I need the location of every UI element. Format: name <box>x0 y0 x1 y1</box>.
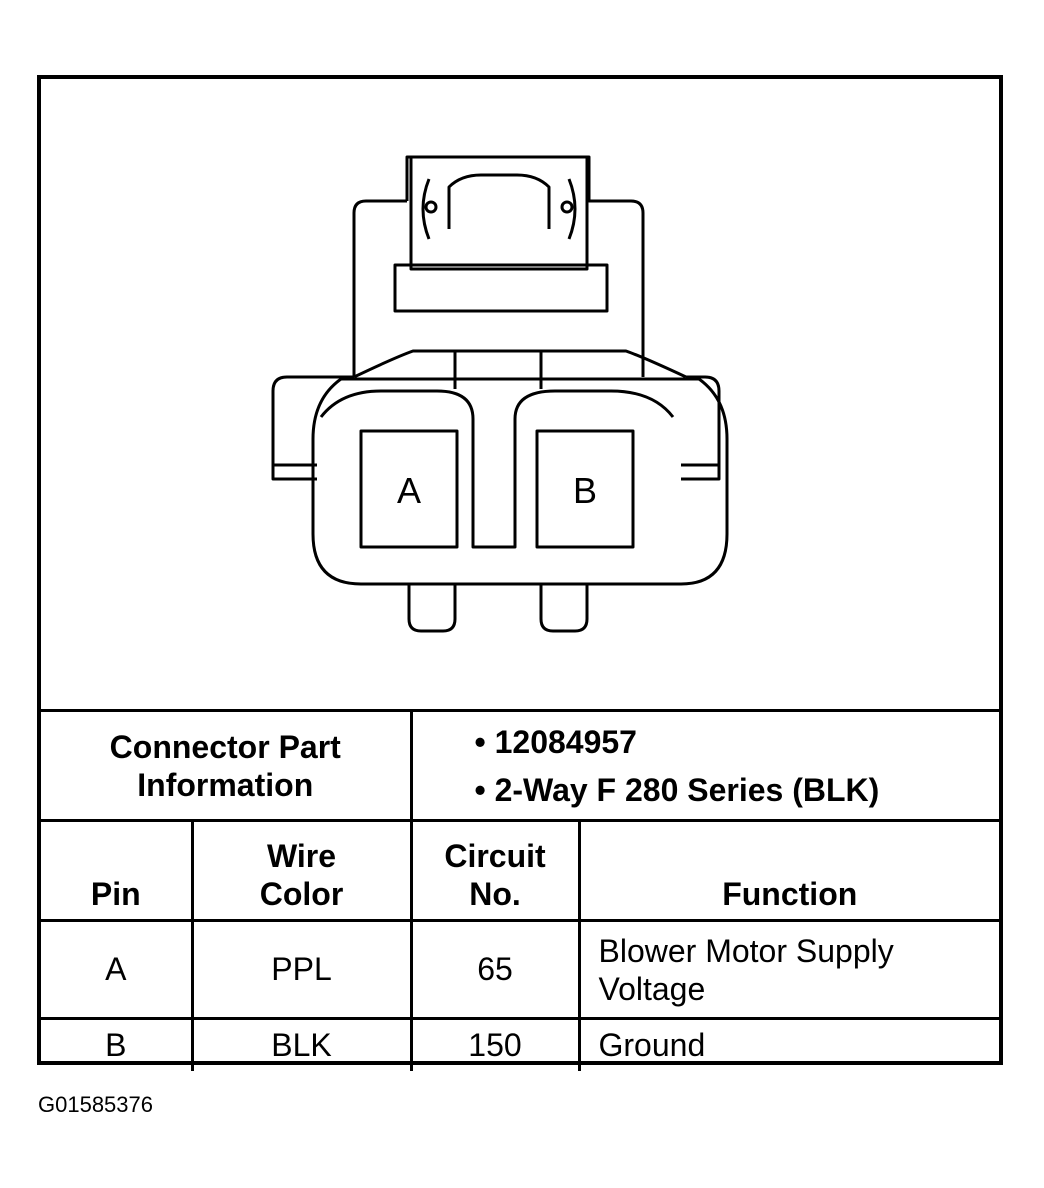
col-header-pin: Pin <box>41 819 194 922</box>
function-cell: Ground <box>577 1017 999 1071</box>
terminal-b-label: B <box>573 470 597 511</box>
connector-body <box>311 377 729 586</box>
pin-cell: B <box>41 1017 194 1071</box>
col-header-circuit: Circuit No. <box>409 819 581 922</box>
latch-outline-left <box>352 199 407 377</box>
col-header-function: Function <box>577 819 999 922</box>
table-row: A PPL 65 Blower Motor Supply Voltage <box>41 919 999 1020</box>
terminal-b-cavity <box>535 429 635 549</box>
figure-id: G01585376 <box>38 1092 153 1117</box>
key-right <box>539 584 589 633</box>
circuit-cell: 150 <box>409 1017 581 1071</box>
right-wing <box>681 375 721 481</box>
table-row: B BLK 150 Ground <box>41 1017 999 1071</box>
connector-illustration: A B <box>271 155 729 633</box>
terminal-a-cavity <box>359 429 459 549</box>
wire-color-cell: BLK <box>190 1017 413 1071</box>
latch-base <box>393 263 609 313</box>
connector-series: • 2-Way F 280 Series (BLK) <box>474 771 880 808</box>
body-top <box>353 349 687 379</box>
connector-diagram-frame: A B Connector Part Information • 1208495… <box>37 75 1003 1071</box>
connector-part-info-label: Connector Part Information <box>41 709 413 822</box>
latch-loop <box>447 173 551 229</box>
function-cell: Blower Motor Supply Voltage <box>577 919 999 1020</box>
part-number: • 12084957 <box>474 723 637 760</box>
connector-part-details: • 12084957 • 2-Way F 280 Series (BLK) <box>409 709 999 822</box>
terminal-a-label: A <box>397 470 421 511</box>
latch-tab <box>409 155 589 271</box>
pin-cell: A <box>41 919 194 1020</box>
latch-outline <box>405 155 645 377</box>
left-wing <box>271 375 354 481</box>
wire-color-cell: PPL <box>190 919 413 1020</box>
col-header-wire-color: Wire Color <box>190 819 413 922</box>
connector-info-table: Connector Part Information • 12084957 • … <box>41 709 999 1071</box>
circuit-cell: 65 <box>409 919 581 1020</box>
key-left <box>407 584 457 633</box>
